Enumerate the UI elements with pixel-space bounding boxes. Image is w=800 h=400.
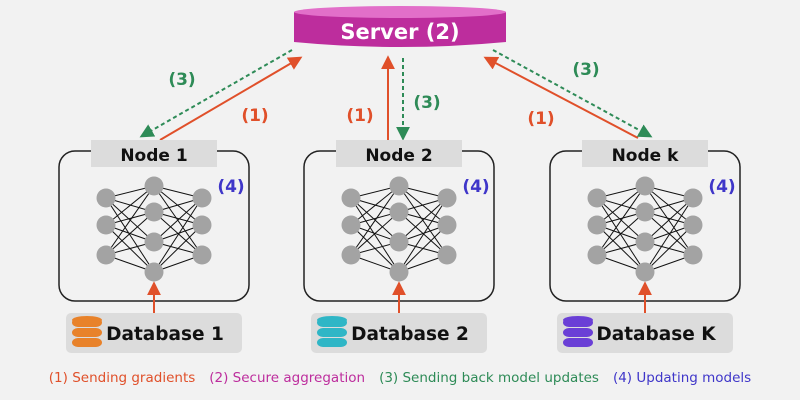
network-edge bbox=[398, 197, 448, 273]
neuron bbox=[635, 176, 655, 196]
network-edge bbox=[596, 185, 646, 256]
neuron bbox=[635, 232, 655, 252]
neuron bbox=[437, 215, 457, 235]
network-edge bbox=[596, 211, 646, 256]
network-edge bbox=[105, 211, 155, 256]
neuron bbox=[192, 215, 212, 235]
neural-network-icon bbox=[96, 176, 212, 282]
label-return-node2: (3) bbox=[413, 93, 440, 113]
neuron bbox=[341, 188, 361, 208]
neural-network-icon bbox=[587, 176, 703, 282]
server: Server (2) bbox=[294, 6, 506, 47]
neuron bbox=[389, 176, 409, 196]
node-title-bg bbox=[336, 140, 462, 167]
network-edge bbox=[153, 197, 203, 273]
node-3: Node k (4) Database K bbox=[549, 140, 741, 353]
network-edge bbox=[644, 197, 694, 273]
database-label-bg bbox=[557, 313, 733, 353]
neuron bbox=[144, 232, 164, 252]
node-title-bg bbox=[582, 140, 708, 167]
network-edge bbox=[350, 197, 400, 273]
database-label-bg bbox=[311, 313, 487, 353]
network-edge bbox=[350, 185, 400, 226]
arrow-updates-nodek bbox=[492, 49, 653, 138]
neuron bbox=[389, 262, 409, 282]
network-edge bbox=[596, 185, 646, 226]
server-label: Server (2) bbox=[340, 20, 459, 44]
legend-item-model-updates: (3) Sending back model updates bbox=[379, 370, 599, 386]
network-edge bbox=[398, 197, 448, 243]
network-edge bbox=[153, 224, 203, 273]
arrow-updates-node1 bbox=[139, 49, 293, 138]
network-edge bbox=[105, 197, 155, 273]
legend-item-updating-models: (4) Updating models bbox=[612, 370, 752, 386]
neuron bbox=[389, 232, 409, 252]
neuron bbox=[683, 245, 703, 265]
neuron bbox=[437, 188, 457, 208]
label-send-node2: (1) bbox=[346, 106, 373, 126]
neuron bbox=[587, 188, 607, 208]
neuron bbox=[587, 245, 607, 265]
neuron bbox=[96, 245, 116, 265]
update-label: (4) bbox=[217, 177, 244, 197]
database-icon bbox=[72, 316, 102, 347]
neuron bbox=[144, 176, 164, 196]
database-icon bbox=[317, 316, 347, 347]
node-title: Node 2 bbox=[365, 146, 432, 166]
database-label: Database 2 bbox=[351, 324, 469, 345]
node-1: Node 1 (4) Database 1 bbox=[58, 140, 250, 353]
neuron bbox=[635, 262, 655, 282]
legend-item-gradients: (1) Sending gradients bbox=[48, 370, 196, 386]
label-return-nodek: (3) bbox=[572, 60, 599, 80]
label-send-node1: (1) bbox=[241, 106, 268, 126]
neuron bbox=[192, 245, 212, 265]
neuron bbox=[144, 262, 164, 282]
network-edge bbox=[105, 185, 155, 226]
node-2: Node 2 (4) Database 2 bbox=[303, 140, 495, 353]
neuron bbox=[635, 202, 655, 222]
neuron bbox=[341, 215, 361, 235]
database-label: Database K bbox=[596, 324, 716, 345]
node-title: Node k bbox=[612, 146, 680, 166]
network-edge bbox=[596, 197, 646, 273]
neuron bbox=[389, 202, 409, 222]
network-edge bbox=[153, 197, 203, 243]
update-label: (4) bbox=[708, 177, 735, 197]
server-body bbox=[294, 12, 506, 47]
neuron bbox=[437, 245, 457, 265]
neuron bbox=[683, 188, 703, 208]
neuron bbox=[96, 188, 116, 208]
neuron bbox=[96, 215, 116, 235]
arrow-gradients-nodek bbox=[483, 56, 639, 139]
legend: (1) Sending gradients (2) Secure aggrega… bbox=[0, 370, 800, 394]
neuron bbox=[683, 215, 703, 235]
neuron bbox=[587, 215, 607, 235]
network-edge bbox=[105, 185, 155, 256]
arrow-gradients-node1 bbox=[159, 56, 303, 141]
neural-network-icon bbox=[341, 176, 457, 282]
database-label: Database 1 bbox=[106, 324, 224, 345]
network-edge bbox=[644, 197, 694, 243]
database-icon bbox=[563, 316, 593, 347]
network-edge bbox=[644, 224, 694, 273]
network-edge bbox=[398, 224, 448, 273]
neuron bbox=[192, 188, 212, 208]
neuron bbox=[341, 245, 361, 265]
label-send-nodek: (1) bbox=[527, 109, 554, 129]
arrows: (3) (1) (1) (3) (3) (1) bbox=[139, 49, 653, 141]
legend-item-aggregation: (2) Secure aggregation bbox=[209, 370, 366, 386]
node-title: Node 1 bbox=[120, 146, 187, 166]
database-label-bg bbox=[66, 313, 242, 353]
update-label: (4) bbox=[462, 177, 489, 197]
label-return-node1: (3) bbox=[168, 70, 195, 90]
neuron bbox=[144, 202, 164, 222]
server-top bbox=[294, 6, 506, 18]
network-edge bbox=[350, 185, 400, 256]
node-title-bg bbox=[91, 140, 217, 167]
network-edge bbox=[350, 211, 400, 256]
